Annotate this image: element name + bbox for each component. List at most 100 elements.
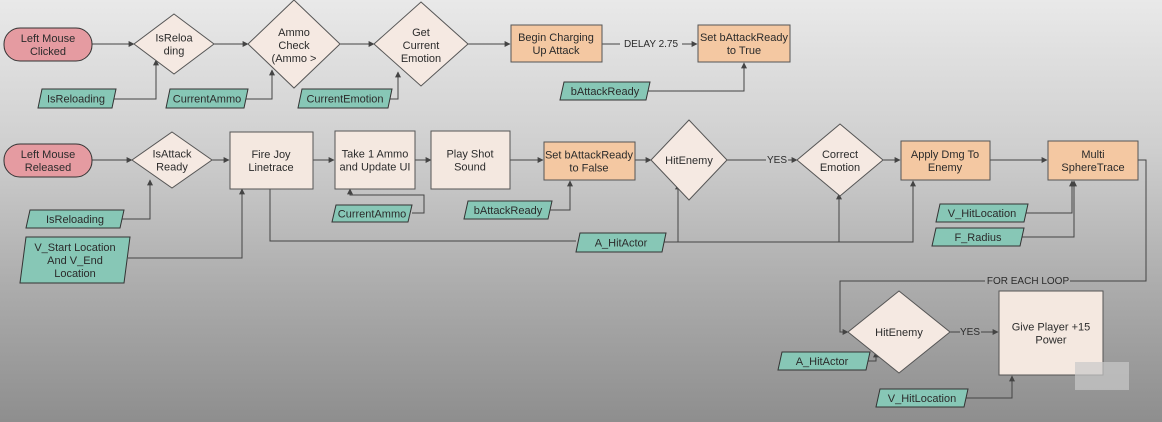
svg-text:A_HitActor: A_HitActor: [796, 356, 849, 368]
svg-text:bAttackReady: bAttackReady: [474, 205, 543, 217]
var-isreloading-1: IsReloading: [37, 88, 117, 109]
edge-loop-b: [839, 280, 985, 335]
edge-loop-a: [1070, 159, 1147, 282]
node-label-line: CurrentAmmo: [173, 94, 241, 106]
var-v-hitlocation-1: V_HitLocation: [935, 203, 1029, 223]
var-isreloading-2: IsReloading: [25, 209, 125, 229]
node-label-line: Ready: [156, 162, 188, 174]
node-label-line: Correct: [822, 149, 858, 161]
var-currentammo-2: CurrentAmmo: [331, 204, 413, 223]
var-battackready-2: bAttackReady: [463, 200, 553, 220]
edge-w2-m3: [128, 188, 245, 259]
edge-x2-b2: [966, 375, 1015, 399]
edges: [92, 41, 1147, 399]
node-label-line: V_HitLocation: [948, 208, 1017, 220]
node-label-line: IsReloading: [47, 94, 105, 106]
node-label-line: CurrentEmotion: [306, 94, 383, 106]
node-label-line: IsReloa: [155, 33, 193, 45]
node-label-line: Emotion: [401, 53, 441, 65]
node-label-line: Ammo: [278, 27, 310, 39]
node-label-line: Apply Dmg To: [911, 149, 979, 161]
edge-w6-m10: [1022, 180, 1075, 214]
edge-w1-m2: [120, 179, 153, 220]
svg-text:HitEnemy: HitEnemy: [875, 327, 923, 339]
svg-text:CurrentAmmo: CurrentAmmo: [338, 209, 406, 221]
node-label-line: Give Player +15: [1012, 322, 1091, 334]
svg-text:IsReloading: IsReloading: [47, 94, 105, 106]
svg-text:V_HitLocation: V_HitLocation: [948, 208, 1017, 220]
node-label-line: A_HitActor: [595, 238, 648, 250]
node-label-line: Multi: [1081, 149, 1104, 161]
edge-w7-m10: [1022, 180, 1077, 238]
node-label-line: Take 1 Ammo: [342, 149, 409, 161]
edge-w3-m4: [347, 188, 425, 214]
watermark-block: [1075, 362, 1129, 390]
edge-labels: DELAY 2.75 YES FOR EACH LOOP YES: [624, 39, 1070, 338]
edge-label-yes-2: YES: [960, 327, 980, 338]
var-battackready-1: bAttackReady: [559, 81, 651, 101]
node-label-line: Location: [54, 268, 96, 280]
edge-m3-hitactor: [269, 189, 576, 242]
node-label-line: and Update UI: [340, 162, 411, 174]
node-label-line: Get: [412, 27, 430, 39]
node-label-line: (Ammo >: [272, 53, 317, 65]
svg-text:HitEnemy: HitEnemy: [665, 155, 713, 167]
node-label-line: V_HitLocation: [888, 393, 957, 405]
var-currentemotion-1: CurrentEmotion: [297, 88, 393, 109]
node-hit-enemy-decision-2: HitEnemy: [847, 290, 951, 374]
svg-text:A_HitActor: A_HitActor: [595, 238, 648, 250]
var-f-radius: F_Radius: [931, 227, 1025, 247]
node-label-line: to True: [727, 45, 761, 57]
svg-text:CurrentEmotion: CurrentEmotion: [306, 94, 383, 106]
node-label-line: ding: [164, 46, 185, 58]
node-hit-enemy-decision-1: HitEnemy: [650, 119, 728, 201]
node-label-line: HitEnemy: [875, 327, 923, 339]
node-label-line: And V_End: [47, 255, 103, 267]
node-label-line: Left Mouse: [21, 33, 75, 45]
var-currentammo-1: CurrentAmmo: [165, 88, 249, 109]
node-label-line: Check: [278, 40, 310, 52]
node-label-line: Power: [1035, 335, 1067, 347]
edge-w5-m9: [839, 180, 916, 243]
node-label-line: to False: [569, 163, 608, 175]
edge-v1-n2: [112, 59, 159, 100]
edge-w5-m8: [678, 193, 842, 243]
node-label-line: IsReloading: [46, 214, 104, 226]
var-v-hitlocation-2: V_HitLocation: [875, 388, 969, 408]
node-label-line: HitEnemy: [665, 155, 713, 167]
var-a-hitactor-2: A_HitActor: [777, 351, 871, 371]
node-label-line: Begin Charging: [518, 32, 594, 44]
svg-text:CurrentAmmo: CurrentAmmo: [173, 94, 241, 106]
edge-v4-n6: [646, 62, 747, 92]
edge-v2-n3: [246, 69, 275, 100]
node-label-line: bAttackReady: [571, 86, 640, 98]
edge-label-for-each-loop: FOR EACH LOOP: [987, 276, 1070, 287]
svg-text:F_Radius: F_Radius: [954, 232, 1002, 244]
svg-text:bAttackReady: bAttackReady: [571, 86, 640, 98]
node-label-line: Linetrace: [248, 162, 293, 174]
